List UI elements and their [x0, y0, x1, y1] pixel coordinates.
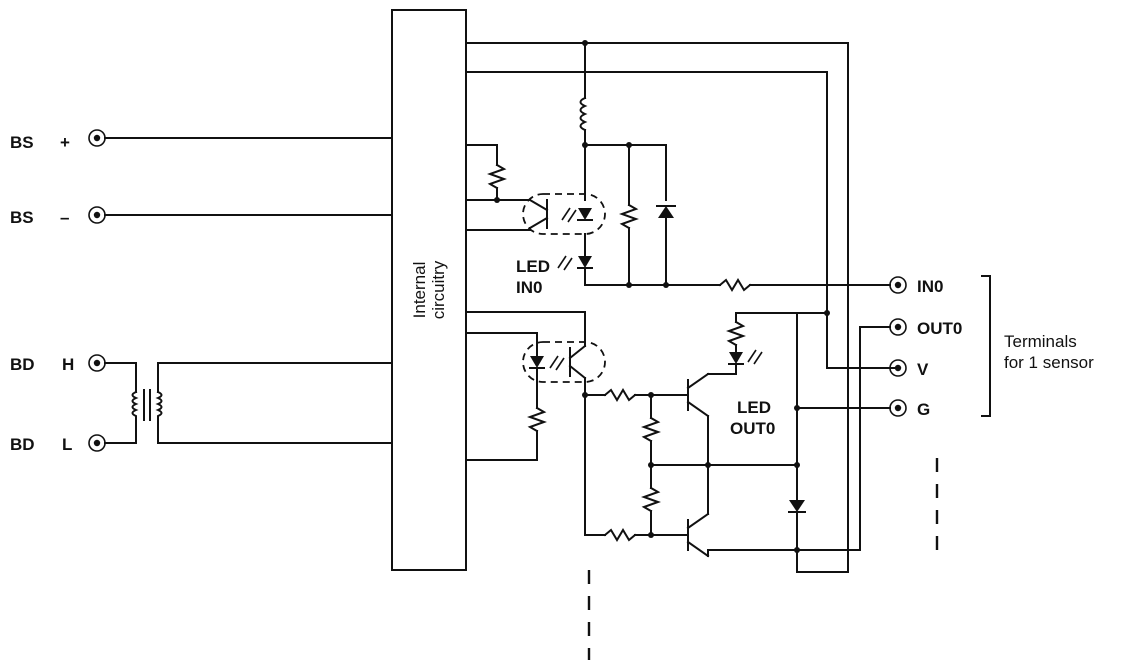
- svg-text:BD: BD: [10, 435, 35, 454]
- svg-text:circuitry: circuitry: [429, 260, 448, 319]
- svg-text:IN0: IN0: [917, 277, 943, 296]
- svg-text:H: H: [62, 355, 74, 374]
- svg-text:G: G: [917, 400, 930, 419]
- svg-text:–: –: [60, 208, 69, 227]
- svg-text:OUT0: OUT0: [917, 319, 962, 338]
- ground-rail: [788, 312, 891, 573]
- svg-text:LED: LED: [516, 257, 550, 276]
- terminal-g: G: [889, 399, 930, 419]
- output-resistor-ladder: [641, 394, 800, 536]
- svg-text:+: +: [60, 133, 70, 152]
- terminal-in0: IN0: [889, 276, 943, 296]
- svg-text:for 1 sensor: for 1 sensor: [1004, 353, 1094, 372]
- svg-text:L: L: [62, 435, 72, 454]
- terminals-bracket: Terminals for 1 sensor: [981, 275, 1094, 417]
- inductor-branch: [579, 42, 667, 206]
- input-diode: [656, 205, 676, 286]
- input-resistor-vertical: [619, 203, 639, 286]
- input-side-wiring: [465, 144, 531, 231]
- terminal-bs-minus: BS –: [10, 206, 106, 227]
- svg-text:BS: BS: [10, 133, 34, 152]
- terminal-v: V: [889, 359, 929, 379]
- led-out0-indicator: LED OUT0: [726, 312, 775, 438]
- svg-text:V: V: [917, 360, 929, 379]
- continuation-dashes: [587, 458, 939, 660]
- output-photocoupler: [522, 341, 606, 383]
- terminal-bd-l: BD L: [10, 434, 106, 454]
- left-wires: [104, 137, 393, 444]
- terminal-bs-plus: BS +: [10, 129, 106, 152]
- svg-text:BS: BS: [10, 208, 34, 227]
- terminal-out0: OUT0: [889, 318, 962, 338]
- internal-circuitry-block: Internal circuitry: [391, 9, 467, 571]
- svg-text:Internal: Internal: [410, 262, 429, 319]
- output-transistor-lower: [584, 326, 891, 558]
- output-side-wiring: [465, 311, 588, 461]
- output-transistor-upper: [584, 372, 731, 466]
- transformer: [131, 389, 163, 421]
- in0-line: [584, 267, 891, 292]
- v-line: [735, 310, 830, 316]
- svg-text:OUT0: OUT0: [730, 419, 775, 438]
- input-photocoupler: [522, 193, 606, 235]
- led-in0-indicator: LED IN0: [516, 233, 593, 297]
- svg-text:LED: LED: [737, 398, 771, 417]
- terminal-bd-h: BD H: [10, 354, 106, 374]
- top-rails: [465, 40, 901, 573]
- svg-text:Terminals: Terminals: [1004, 332, 1077, 351]
- svg-text:BD: BD: [10, 355, 35, 374]
- svg-text:IN0: IN0: [516, 278, 542, 297]
